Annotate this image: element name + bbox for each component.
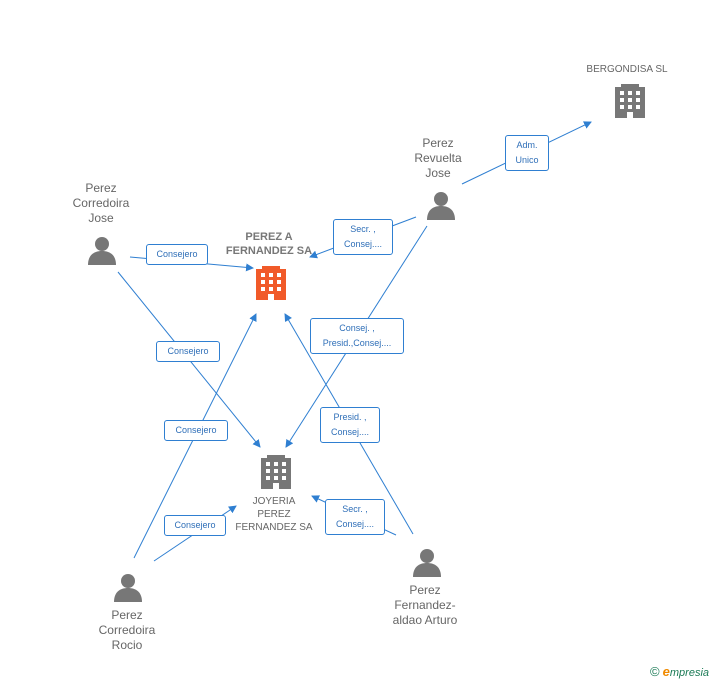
- edge-label-revuelta-center[interactable]: Secr. , Consej....: [333, 219, 393, 255]
- node-label-corredoira-jose[interactable]: Perez Corredoira Jose: [72, 181, 130, 225]
- node-label-corredoira-rocio[interactable]: Perez Corredoira Rocio: [98, 608, 156, 652]
- node-label-center[interactable]: PEREZ A FERNANDEZ SA: [225, 231, 313, 257]
- copyright-symbol: ©: [650, 664, 660, 679]
- person-icon-fernandez-arturo[interactable]: [413, 549, 441, 577]
- edge-label-jose-center[interactable]: Consejero: [146, 244, 208, 265]
- edge-label-arturo-joyeria[interactable]: Secr. , Consej....: [325, 499, 385, 535]
- edge-label-jose-joyeria[interactable]: Consejero: [156, 341, 220, 362]
- brand-footer: © empresia: [650, 664, 709, 679]
- person-icon-revuelta-jose[interactable]: [427, 192, 455, 220]
- empresia-logo-text: mpresia: [669, 667, 710, 679]
- building-icon-center[interactable]: [256, 266, 286, 300]
- person-icon-corredoira-rocio[interactable]: [114, 574, 142, 602]
- edge-label-rocio-joyeria[interactable]: Consejero: [164, 515, 226, 536]
- node-label-joyeria[interactable]: JOYERIA PEREZ FERNANDEZ SA: [235, 496, 313, 533]
- building-icon-joyeria[interactable]: [261, 455, 291, 489]
- empresia-logo-e: e: [662, 664, 670, 679]
- edge-label-revuelta-bergondisa[interactable]: Adm. Unico: [505, 135, 549, 171]
- edge-label-arturo-center[interactable]: Presid. , Consej....: [320, 407, 380, 443]
- building-icon-bergondisa[interactable]: [615, 84, 645, 118]
- edge-label-revuelta-joyeria[interactable]: Consej. , Presid.,Consej....: [310, 318, 404, 354]
- node-label-revuelta-jose[interactable]: Perez Revuelta Jose: [414, 136, 462, 180]
- node-label-bergondisa[interactable]: BERGONDISA SL: [586, 64, 668, 75]
- edge-label-rocio-center[interactable]: Consejero: [164, 420, 228, 441]
- person-icon-corredoira-jose[interactable]: [88, 237, 116, 265]
- node-label-fernandez-arturo[interactable]: Perez Fernandez- aldao Arturo: [392, 583, 458, 627]
